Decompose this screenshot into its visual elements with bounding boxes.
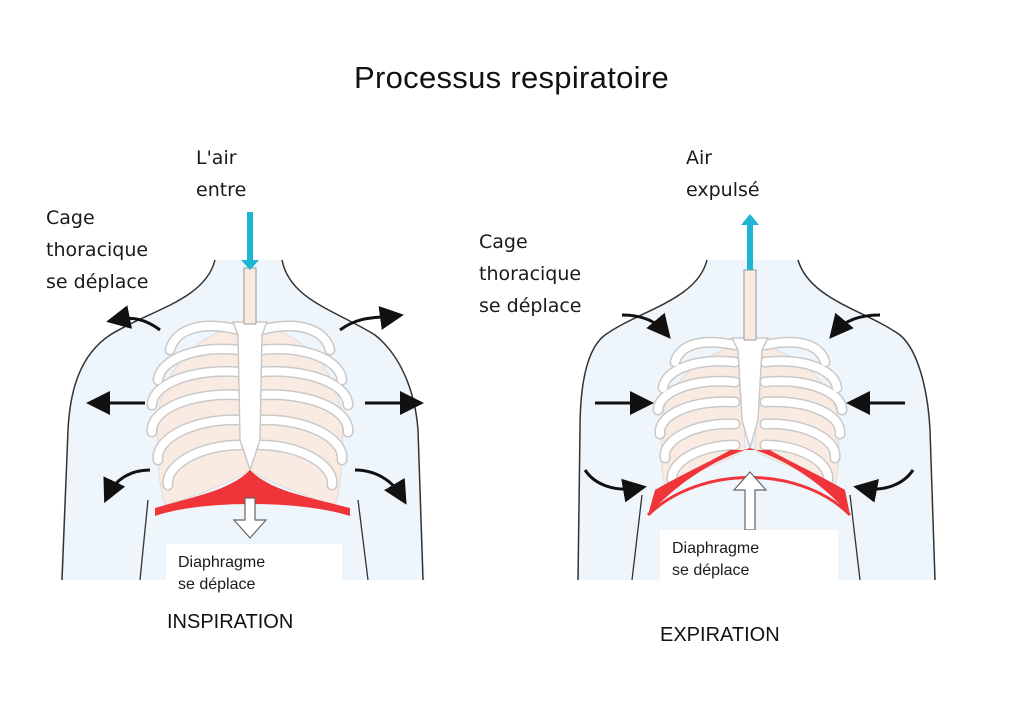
expiration-caption: EXPIRATION — [660, 624, 780, 646]
ribcage-label-line1: Cage — [479, 231, 528, 253]
sternum — [231, 321, 269, 473]
diaphragm-arrow-up — [732, 471, 768, 531]
trachea — [743, 269, 757, 341]
ribcage-arrows-inward — [583, 312, 915, 503]
air-arrow-out — [741, 214, 759, 270]
air-arrow-in — [241, 212, 259, 270]
diaphragm-label-line1: Diaphragme — [178, 554, 266, 571]
body-contour-right — [797, 259, 936, 581]
ribcage-arrows-outward — [86, 305, 424, 505]
air-out-label-line1: Air — [686, 147, 713, 169]
ribcage-label-line2: thoracique — [46, 239, 149, 261]
diaphragm-label-expiration: Diaphragme se déplace — [660, 530, 838, 590]
expiration-figure — [577, 214, 936, 581]
diaphragm — [155, 470, 350, 516]
inspiration-figure — [60, 212, 425, 581]
diaphragm-label-line2: se déplace — [178, 576, 256, 593]
air-in-label: L'air entre — [196, 142, 246, 206]
air-out-label-line2: expulsé — [686, 179, 760, 201]
arm-line-left — [139, 499, 149, 581]
ribcage-label-line3: se déplace — [46, 271, 149, 293]
sternum — [730, 337, 770, 451]
arm-line-right — [849, 494, 861, 581]
inspiration-caption: INSPIRATION — [167, 611, 294, 633]
trachea — [243, 267, 257, 325]
diaphragm-label-inspiration: Diaphragme se déplace — [166, 544, 342, 604]
ribcage-label-line1: Cage — [46, 207, 95, 229]
diaphragm-label-line1: Diaphragme — [672, 540, 760, 557]
arm-line-right — [357, 499, 369, 581]
ribcage-label-inspiration: Cage thoracique se déplace — [46, 202, 149, 298]
diaphragm-label-line2: se déplace — [672, 562, 750, 579]
ribcage-label-line3: se déplace — [479, 295, 582, 317]
body-contour-left — [577, 259, 708, 581]
ribcage-label-line2: thoracique — [479, 263, 582, 285]
air-in-label-line2: entre — [196, 179, 247, 201]
diagram-title: Processus respiratoire — [354, 60, 669, 95]
air-in-label-line1: L'air — [196, 147, 237, 169]
ribcage-label-expiration: Cage thoracique se déplace — [479, 226, 582, 322]
air-out-label: Air expulsé — [686, 142, 760, 206]
body-contour-left — [61, 259, 216, 581]
arm-line-left — [631, 494, 643, 581]
diaphragm-arrow-down — [232, 497, 268, 539]
